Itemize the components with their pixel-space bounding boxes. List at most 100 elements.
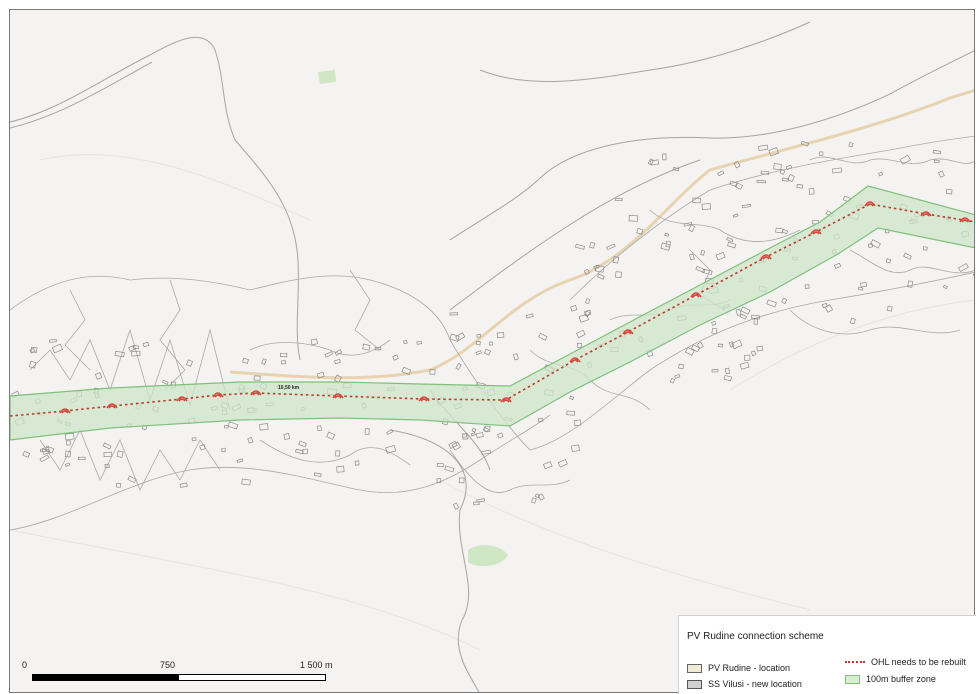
building-footprint: [162, 379, 169, 385]
building-footprint: [578, 313, 590, 323]
scale-bar: 0 750 1 500 m: [22, 660, 333, 692]
building-footprint: [449, 333, 460, 342]
building-footprint: [298, 440, 307, 448]
building-footprint: [683, 222, 693, 227]
legend-label-pv-rudine: PV Rudine - location: [708, 663, 791, 673]
building-footprint: [242, 357, 249, 364]
building-footprint: [808, 188, 815, 195]
building-footprint: [804, 284, 810, 289]
building-footprint: [688, 224, 696, 233]
building-footprint: [589, 241, 596, 249]
legend-label-ohl: OHL needs to be rebuilt: [871, 657, 966, 667]
building-footprint: [455, 362, 462, 371]
green-areas: [318, 70, 508, 567]
building-footprint: [787, 173, 795, 183]
legend-line-ohl: [845, 661, 865, 663]
building-footprint: [295, 448, 304, 455]
pylon-icon: [500, 397, 512, 403]
building-footprint: [723, 375, 732, 382]
building-footprint: [717, 170, 725, 177]
building-footprint: [449, 312, 459, 316]
building-footprint: [131, 350, 141, 357]
building-footprint: [542, 461, 553, 470]
building-footprint: [484, 425, 491, 433]
building-footprint: [334, 359, 341, 365]
building-footprint: [566, 410, 576, 416]
building-footprint: [942, 284, 948, 290]
building-footprint: [476, 333, 482, 338]
building-footprint: [247, 437, 254, 444]
parcel-outlines: [10, 135, 974, 531]
map-frame[interactable]: 10,50 km 0 750 1 500 m: [9, 9, 975, 693]
building-footprint: [452, 502, 460, 510]
building-footprint: [310, 338, 318, 346]
building-footprint: [899, 154, 911, 165]
building-footprint: [848, 142, 854, 148]
building-footprint: [102, 442, 112, 450]
building-footprint: [932, 149, 942, 155]
building-footprint: [531, 497, 537, 504]
building-footprint: [650, 159, 660, 166]
building-footprint: [678, 363, 685, 370]
building-footprint: [534, 493, 541, 499]
building-footprint: [227, 421, 239, 430]
building-footprint: [281, 360, 287, 365]
map-canvas[interactable]: 10,50 km: [10, 10, 975, 693]
pylon-icon: [418, 396, 430, 402]
pylon-icon: [690, 292, 702, 298]
main-road: [229, 89, 974, 380]
building-footprint: [907, 280, 914, 288]
building-footprint: [39, 454, 50, 463]
building-footprint: [259, 423, 269, 431]
building-footprint: [64, 450, 72, 458]
pylon-icon: [920, 211, 932, 217]
building-footprint: [77, 456, 86, 460]
pylon-icon: [569, 357, 581, 363]
building-footprint: [585, 298, 591, 305]
building-footprint: [362, 343, 371, 351]
building-footprint: [878, 171, 884, 177]
building-footprint: [733, 160, 741, 169]
building-footprint: [279, 352, 288, 358]
pylon-icon: [212, 392, 224, 398]
ohl-distance-label: 10,50 km: [278, 385, 300, 391]
building-footprint: [612, 256, 620, 264]
building-footprint: [573, 419, 582, 427]
building-footprint: [403, 340, 408, 345]
building-footprint: [744, 354, 751, 361]
building-footprint: [773, 163, 782, 171]
building-footprint: [28, 360, 37, 369]
building-footprint: [436, 478, 442, 484]
building-footprint: [781, 297, 788, 305]
building-footprint: [711, 327, 718, 335]
building-footprint: [727, 241, 737, 249]
building-footprint: [116, 450, 124, 458]
building-footprint: [684, 346, 695, 356]
building-footprint: [726, 237, 734, 243]
building-footprint: [664, 232, 670, 237]
building-footprint: [695, 265, 706, 274]
building-footprint: [796, 183, 804, 189]
building-footprint: [116, 483, 122, 488]
building-footprint: [324, 351, 334, 358]
buffer-zone-corridor: [10, 185, 974, 441]
building-footprint: [537, 493, 545, 501]
building-footprint: [317, 425, 322, 432]
building-footprint: [750, 350, 757, 357]
building-footprint: [29, 347, 36, 354]
building-footprint: [574, 243, 585, 250]
building-footprint: [475, 340, 481, 346]
building-footprint: [819, 151, 824, 156]
building-footprint: [903, 252, 912, 260]
building-footprint: [336, 465, 345, 473]
building-footprint: [945, 188, 953, 195]
building-footprint: [40, 448, 49, 453]
building-footprint: [739, 361, 750, 370]
building-footprint: [570, 444, 580, 453]
building-footprint: [824, 304, 834, 313]
building-footprint: [537, 417, 544, 423]
building-footprint: [628, 215, 639, 222]
building-footprint: [471, 427, 477, 433]
building-footprint: [779, 168, 786, 175]
building-footprint: [41, 446, 51, 455]
